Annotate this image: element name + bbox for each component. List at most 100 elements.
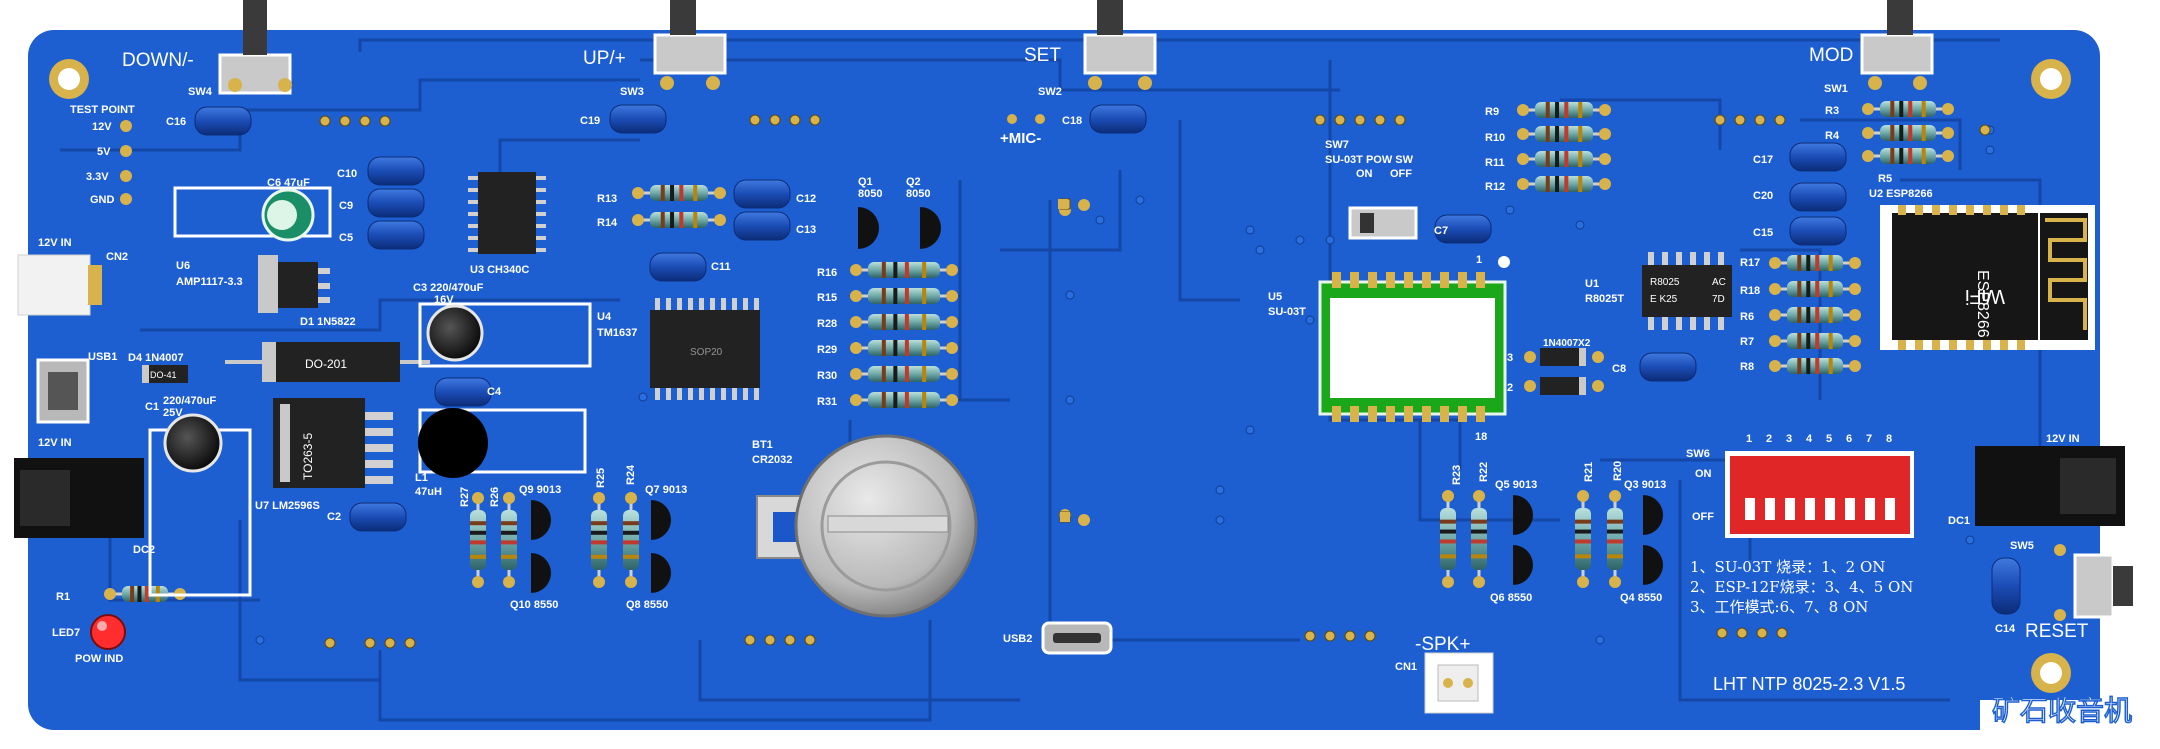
resistor	[1517, 126, 1611, 142]
label-r9: R9	[1485, 106, 1499, 118]
label-u7-package: TO263-5	[301, 433, 315, 480]
label-l1-val: 47uH	[415, 486, 442, 498]
led7	[90, 614, 126, 650]
label-q2-val: 8050	[906, 188, 930, 200]
label-u1-chip-c: E K25	[1650, 294, 1678, 305]
label-r20: R20	[1612, 461, 1624, 481]
resistor	[632, 212, 726, 228]
label-tp-12v: 12V	[92, 121, 112, 133]
label-pin-1: 1	[1476, 254, 1482, 266]
label-r29: R29	[817, 344, 837, 356]
resistor	[591, 492, 607, 588]
label-spk: -SPK+	[1415, 634, 1470, 655]
label-12v-in-top: 12V IN	[38, 237, 72, 249]
resistor	[1517, 102, 1611, 118]
label-c20: C20	[1753, 190, 1773, 202]
label-r4: R4	[1825, 130, 1840, 142]
label-c19: C19	[580, 115, 600, 127]
label-c5: C5	[339, 232, 353, 244]
dc-jack-dc2[interactable]	[14, 458, 144, 538]
label-c7: C7	[1434, 225, 1448, 237]
label-u6: U6	[176, 260, 190, 272]
label-r10: R10	[1485, 132, 1505, 144]
watermark-name: 矿石收音机	[1992, 694, 2132, 726]
label-down: DOWN/-	[122, 50, 194, 71]
usb-port-usb1[interactable]	[36, 358, 90, 424]
label-q1: Q1	[858, 176, 873, 188]
label-c12: C12	[796, 193, 816, 205]
resistor	[1769, 281, 1861, 297]
label-q4: Q4 8550	[1620, 592, 1662, 604]
dip-toggle[interactable]	[1765, 498, 1775, 520]
label-usb2: USB2	[1003, 633, 1032, 645]
label-cn2: CN2	[106, 251, 128, 263]
dip-toggle[interactable]	[1865, 498, 1875, 520]
label-reset: RESET	[2025, 621, 2089, 642]
label-r21: R21	[1583, 462, 1595, 482]
label-test-point: TEST POINT	[70, 104, 135, 116]
battery-holder-bt1[interactable]	[756, 434, 978, 618]
label-u4-val: TM1637	[597, 327, 637, 339]
dip-toggle[interactable]	[1745, 498, 1755, 520]
dip-toggle[interactable]	[1885, 498, 1895, 520]
label-u1-chip-b: AC	[1712, 277, 1726, 288]
resistor	[850, 340, 958, 356]
label-c3: C3 220/470uF	[413, 282, 484, 294]
u6-regulator	[258, 255, 330, 313]
label-c13: C13	[796, 224, 816, 236]
tactile-switch-mod[interactable]	[1860, 0, 1934, 90]
label-r22: R22	[1478, 462, 1490, 482]
silkscreen-labels: DOWN/- UP/+ SET MOD RESET SW4 SW3 SW2 SW…	[38, 45, 2089, 694]
resistor	[1769, 358, 1861, 374]
label-r8: R8	[1740, 361, 1754, 373]
label-r24: R24	[625, 464, 637, 485]
usb-port-usb2[interactable]	[1041, 621, 1113, 655]
resistor	[1769, 333, 1861, 349]
label-c8: C8	[1612, 363, 1626, 375]
resistor	[632, 185, 726, 201]
resistor	[1607, 490, 1623, 588]
note-line-3: 3、工作模式:6、7、8 ON	[1690, 598, 1868, 616]
label-u5: U5	[1268, 291, 1282, 303]
resistor	[850, 366, 958, 382]
label-r14: R14	[597, 217, 618, 229]
label-tp-5v: 5V	[97, 146, 111, 158]
label-r1: R1	[56, 591, 70, 603]
resistor	[850, 314, 958, 330]
label-c11: C11	[711, 261, 731, 273]
dip-toggle[interactable]	[1785, 498, 1795, 520]
dip-switch-sw6[interactable]	[1725, 451, 1914, 538]
label-sw2: SW2	[1038, 86, 1062, 98]
label-c6: C6 47uF	[267, 177, 310, 189]
label-sw4: SW4	[188, 86, 213, 98]
dc-jack-dc1[interactable]	[1975, 446, 2125, 526]
label-d1: D1 1N5822	[300, 316, 356, 328]
dip-toggle[interactable]	[1805, 498, 1815, 520]
tactile-switch-down[interactable]	[218, 0, 292, 95]
label-q5: Q5 9013	[1495, 479, 1537, 491]
connector-cn2[interactable]	[17, 254, 102, 316]
label-r25: R25	[595, 468, 607, 488]
label-u4-package: SOP20	[690, 347, 723, 358]
resistor	[1862, 101, 1954, 117]
label-mod: MOD	[1809, 45, 1853, 66]
dip-number: 2	[1766, 433, 1772, 445]
label-c15: C15	[1753, 227, 1773, 239]
note-line-2: 2、ESP-12F烧录：3、4、5 ON	[1690, 578, 1913, 596]
dip-toggle[interactable]	[1825, 498, 1835, 520]
slide-switch-sw7[interactable]	[1348, 206, 1418, 240]
tactile-switch-set[interactable]	[1083, 0, 1157, 90]
tactile-switch-up[interactable]	[653, 0, 727, 90]
board-title: LHT NTP 8025-2.3 V1.5	[1713, 674, 1905, 694]
dip-number: 4	[1806, 433, 1813, 445]
label-u5-val: SU-03T	[1268, 306, 1306, 318]
label-c9: C9	[339, 200, 353, 212]
watermark-url: www.crystalradio.cn	[1993, 731, 2110, 745]
dip-toggle[interactable]	[1845, 498, 1855, 520]
tactile-switch-reset[interactable]	[2054, 544, 2133, 621]
label-up: UP/+	[583, 48, 626, 69]
resistor	[850, 262, 958, 278]
resistor	[1575, 490, 1591, 588]
speaker-connector-cn1[interactable]	[1424, 652, 1494, 714]
